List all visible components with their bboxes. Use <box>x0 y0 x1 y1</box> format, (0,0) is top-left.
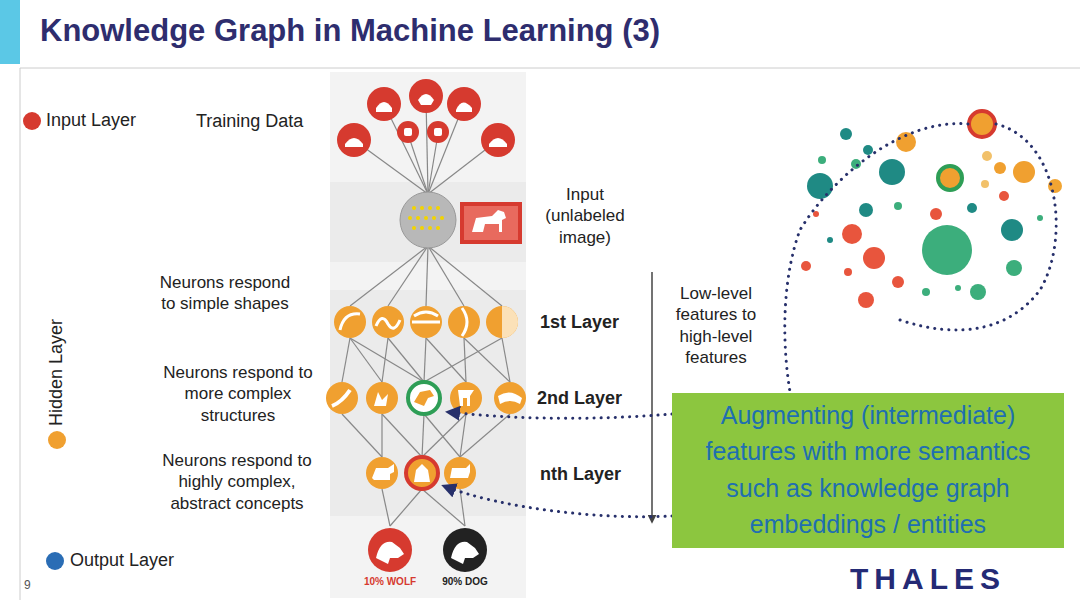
legend-swatch <box>46 552 64 570</box>
layer-description: Neurons respond to simple shapes <box>152 272 298 315</box>
legend-label: Hidden Layer <box>46 319 67 426</box>
legend-swatch <box>23 112 41 130</box>
output-label: 90% DOG <box>425 576 505 587</box>
layer-name: nth Layer <box>540 463 621 486</box>
section-label: Training Data <box>196 110 303 133</box>
box-text: Augmenting (intermediate) features with … <box>680 397 1056 542</box>
legend-swatch <box>48 431 66 449</box>
arrow-label: Low-level features to high-level feature… <box>662 283 770 368</box>
page-number: 9 <box>24 578 31 593</box>
output-circle <box>350 524 430 574</box>
highlight-box: Augmenting (intermediate) features with … <box>672 393 1064 548</box>
input-label: Input (unlabeled image) <box>536 184 634 248</box>
output-label: 10% WOLF <box>350 576 430 587</box>
layer-name: 2nd Layer <box>537 387 622 410</box>
layer-description: Neurons respond to highly complex, abstr… <box>146 450 328 514</box>
output-node: 90% DOG <box>425 524 505 587</box>
output-circle <box>425 524 505 574</box>
slide-title: Knowledge Graph in Machine Learning (3) <box>40 13 660 49</box>
output-node: 10% WOLF <box>350 524 430 587</box>
legend-label: Input Layer <box>46 110 136 131</box>
legend-label: Output Layer <box>70 550 174 571</box>
layer-name: 1st Layer <box>540 311 619 334</box>
company-logo: THALES <box>850 560 1006 598</box>
layer-description: Neurons respond to more complex structur… <box>148 362 328 426</box>
